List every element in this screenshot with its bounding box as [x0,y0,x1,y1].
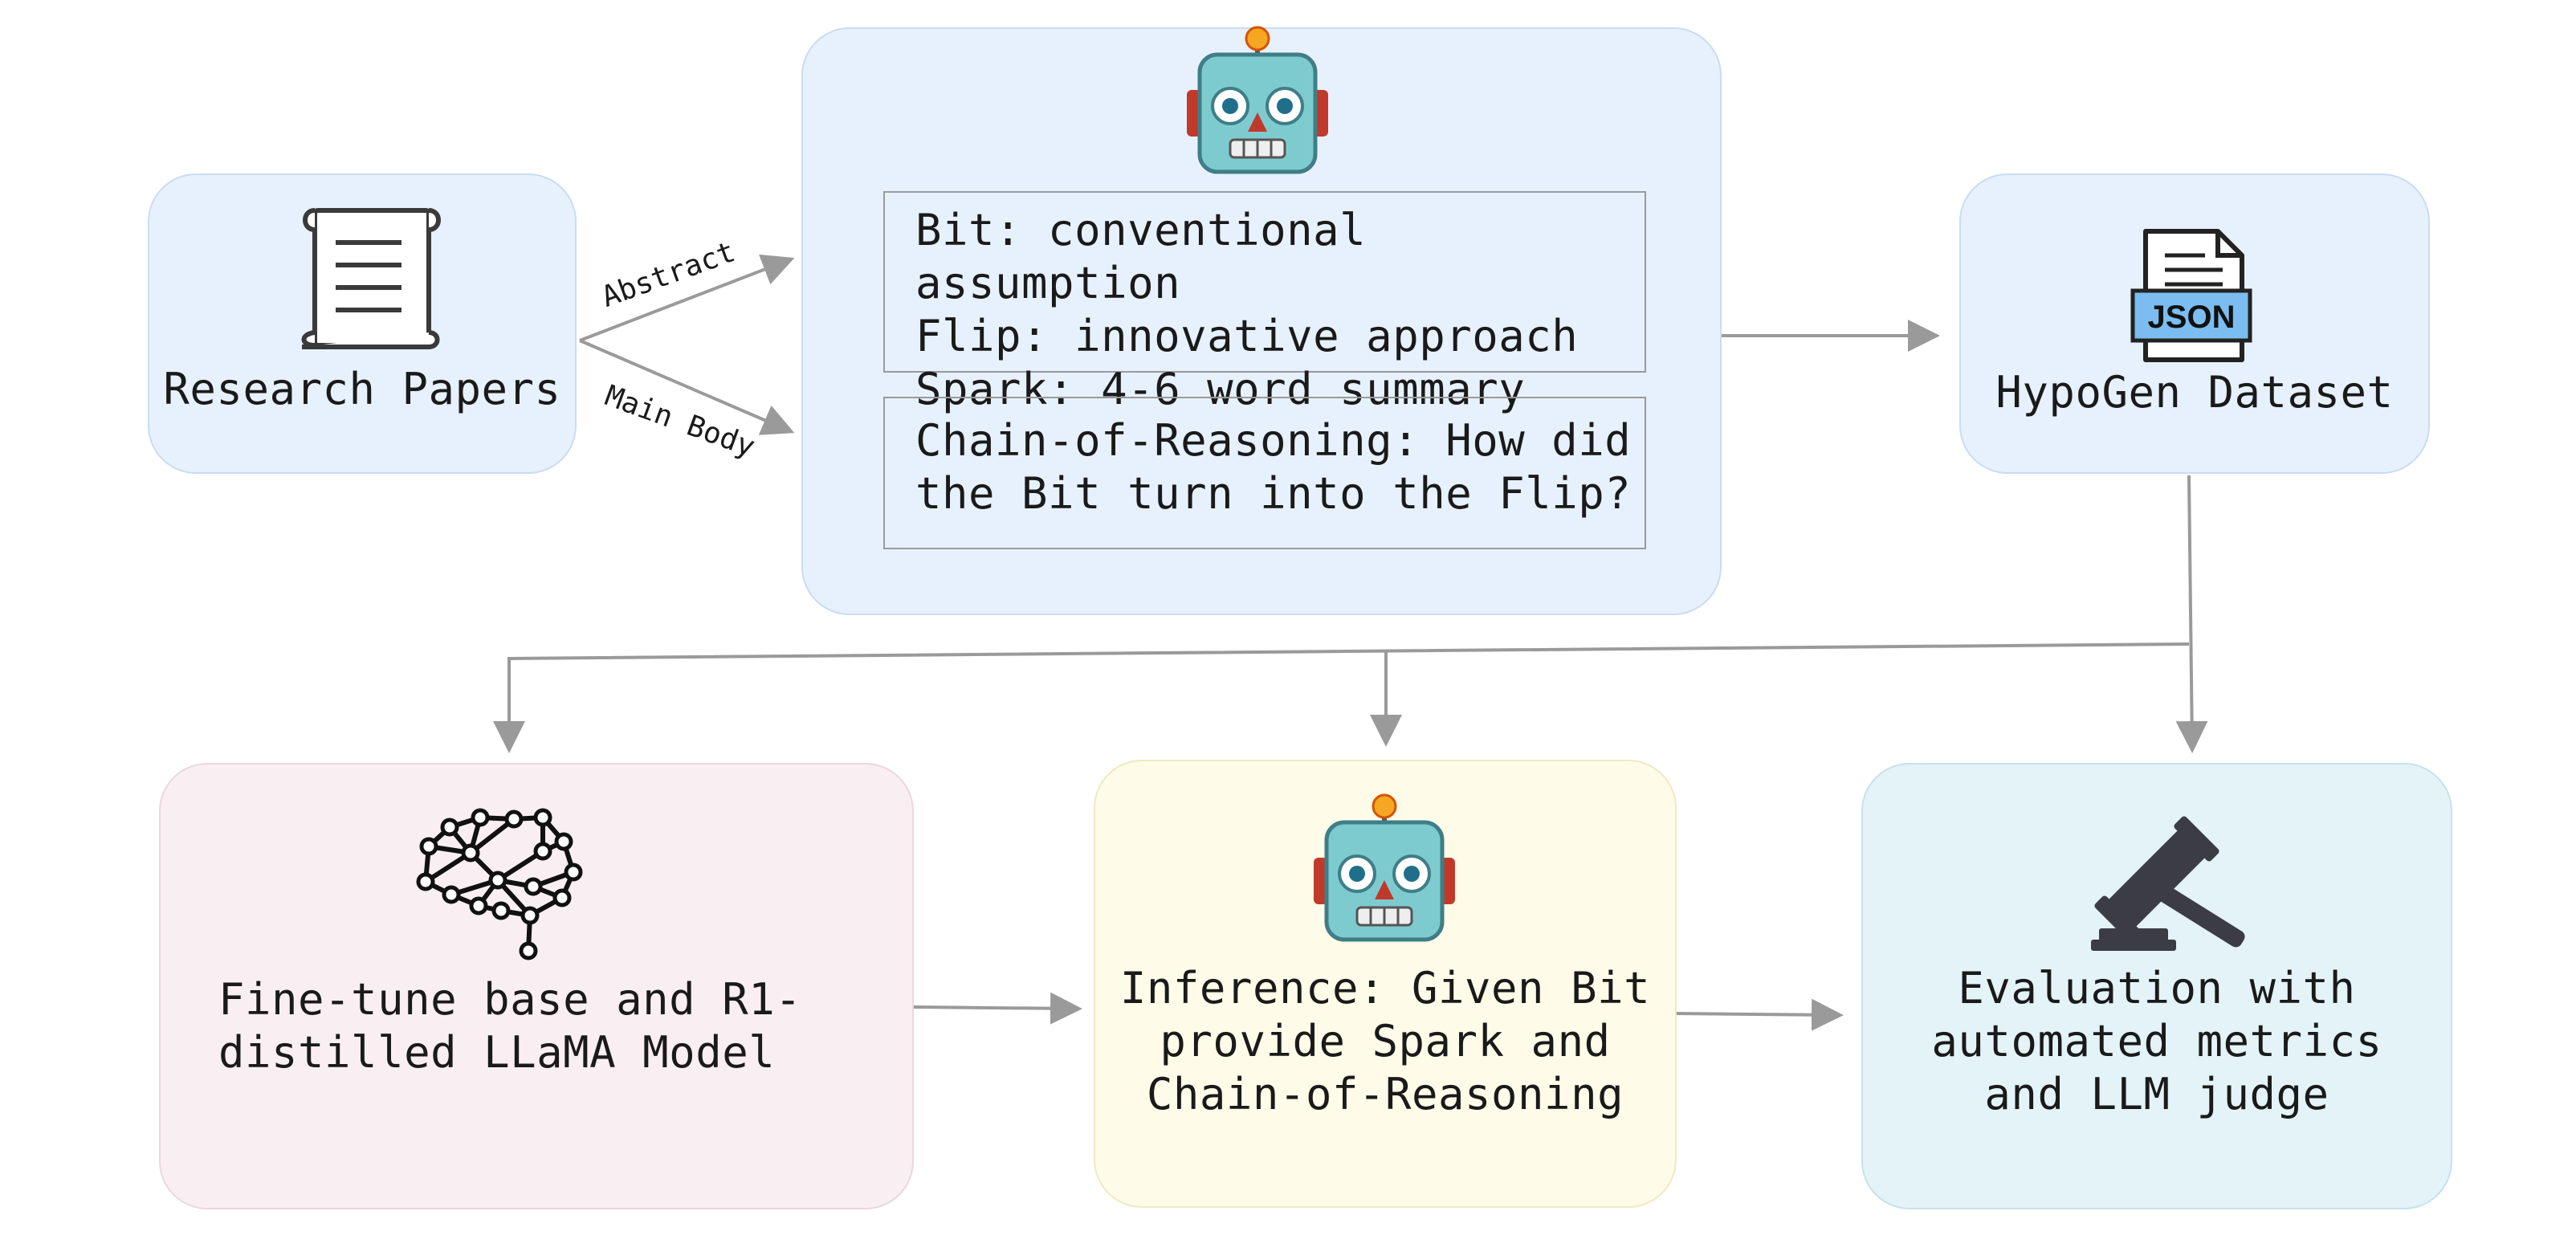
chain-of-reasoning-text: Chain-of-Reasoning: How did the Bit turn… [915,415,1632,519]
scroll-icon [301,208,441,349]
inference-label: Inference: Given Bit provide Spark and C… [1119,963,1651,1119]
neural-brain-icon [416,808,583,960]
evaluation-label: Evaluation with automated metrics and LL… [1931,963,2382,1119]
chain-of-reasoning-box: Chain-of-Reasoning: How did the Bit turn… [883,397,1646,549]
dataset-to-evaluation-arrow [2175,475,2208,753]
evaluation-node [1861,763,2452,1209]
fine-tune-node [159,763,914,1209]
gavel-icon [2091,816,2245,951]
bit-flip-spark-box: Bit: conventional assumption Flip: innov… [883,191,1646,414]
robot-icon [1314,793,1455,942]
hypogen-dataset-label: HypoGen Dataset [1995,367,2394,418]
json-badge-text: JSON [2148,300,2236,335]
fine-tune-label: Fine-tune base and R1- distilled LLaMA M… [218,974,802,1078]
main-body-arrow [579,339,795,435]
robot-icon [1187,26,1328,174]
research-papers-label: Research Papers [163,364,561,414]
abstract-arrow [579,254,795,342]
dataset-branch-line [493,642,2190,753]
bit-flip-spark-text: Bit: conventional assumption Flip: innov… [915,205,1579,414]
finetune-to-inference-arrow [913,992,1082,1025]
inference-to-evaluation-arrow [1676,998,1844,1031]
json-file-icon: JSON [2130,229,2252,362]
